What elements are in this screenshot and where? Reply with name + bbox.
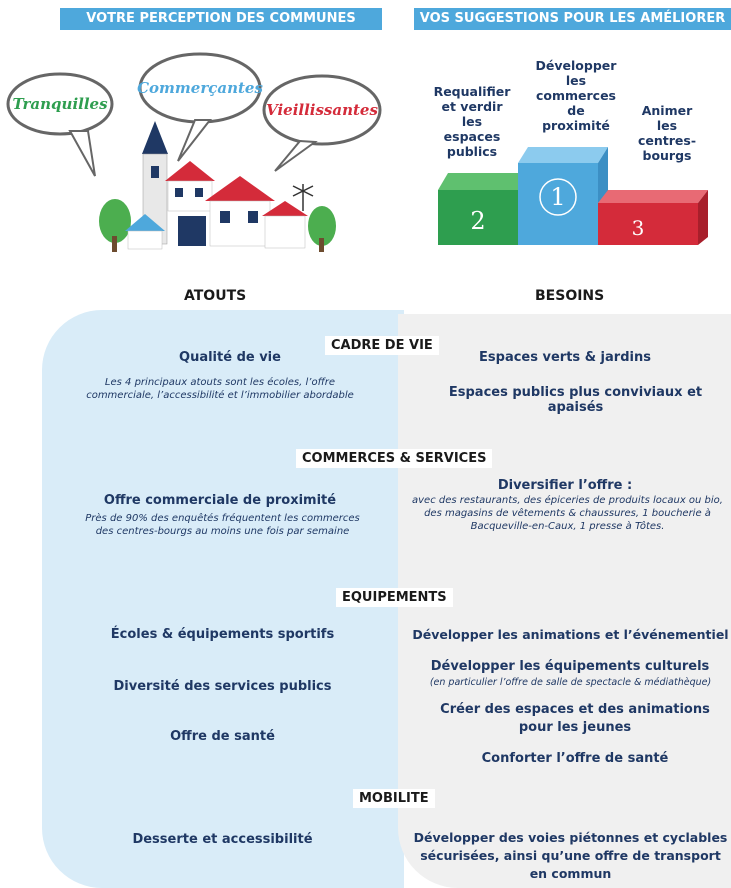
- besoins-panel: [398, 314, 731, 888]
- windmill-icon: [292, 184, 314, 211]
- atout-desserte: Desserte et accessibilité: [132, 832, 313, 847]
- laurel-icon: [539, 178, 577, 216]
- bubble-commercantes-label: Commerçantes: [137, 79, 263, 97]
- besoin-diversifier-desc: avec des restaurants, des épiceries de p…: [412, 495, 723, 532]
- atout-qualite-de-vie: Qualité de vie: [179, 350, 281, 365]
- perception-header: VOTRE PERCEPTION DES COMMUNES: [60, 8, 382, 30]
- podium-third-label: Animer les centres-bourgs: [637, 103, 697, 163]
- podium-first-label: Développer les commerces de proximité: [535, 58, 617, 133]
- besoin-voies: Développer des voies piétonnes et cyclab…: [413, 830, 728, 881]
- podium: 2 1 3: [438, 147, 708, 245]
- besoin-espaces-verts: Espaces verts & jardins: [479, 350, 651, 365]
- podium-third: 3: [598, 190, 708, 245]
- atout-sante: Offre de santé: [170, 729, 275, 744]
- besoin-conforter: Conforter l’offre de santé: [481, 751, 669, 766]
- besoin-culturels: Développer les équipements culturels: [430, 659, 710, 674]
- besoin-espaces-publics: Espaces publics plus conviviaux et apais…: [448, 385, 703, 415]
- podium-first: 1: [518, 147, 608, 245]
- besoin-animations: Développer les animations et l’événement…: [412, 627, 729, 642]
- bubble-tranquilles: Tranquilles: [6, 72, 114, 177]
- besoin-diversifier: Diversifier l’offre :: [497, 478, 633, 493]
- atouts-heading: ATOUTS: [184, 288, 247, 304]
- bubble-vieillissantes: Vieillissantes: [262, 74, 382, 172]
- section-commerces-services: COMMERCES & SERVICES: [296, 449, 493, 468]
- podium-second-rank: 2: [470, 207, 485, 235]
- podium-third-rank: 3: [632, 216, 645, 240]
- section-equipements: EQUIPEMENTS: [336, 588, 453, 607]
- atout-ecoles: Écoles & équipements sportifs: [110, 627, 335, 642]
- atout-offre-desc: Près de 90% des enquêtés fréquentent les…: [85, 513, 360, 537]
- atout-offre-commerciale: Offre commerciale de proximité: [103, 493, 337, 508]
- houses-icon: [125, 161, 308, 250]
- besoin-jeunes: Créer des espaces et des animations pour…: [440, 702, 710, 735]
- bubble-tranquilles-label: Tranquilles: [12, 95, 108, 113]
- village-illustration: Tranquilles Commerçantes Vieillissantes: [6, 52, 382, 252]
- podium-first-rank: 1: [550, 183, 565, 211]
- besoin-culturels-desc: (en particulier l’offre de salle de spec…: [429, 677, 712, 688]
- podium-second-label: Requalifier et verdir les espaces public…: [433, 84, 511, 159]
- section-cadre-de-vie: CADRE DE VIE: [325, 336, 439, 355]
- bubble-commercantes: Commerçantes: [137, 52, 263, 162]
- tree-icon: [99, 199, 336, 252]
- suggestions-header: VOS SUGGESTIONS POUR LES AMÉLIORER: [414, 8, 731, 30]
- podium-second: 2: [438, 173, 518, 245]
- bubble-vieillissantes-label: Vieillissantes: [266, 101, 378, 119]
- besoins-heading: BESOINS: [535, 288, 605, 304]
- section-mobilite: MOBILITE: [353, 789, 435, 808]
- atout-diversite: Diversité des services publics: [113, 679, 332, 694]
- atout-qualite-desc: Les 4 principaux atouts sont les écoles,…: [86, 377, 354, 401]
